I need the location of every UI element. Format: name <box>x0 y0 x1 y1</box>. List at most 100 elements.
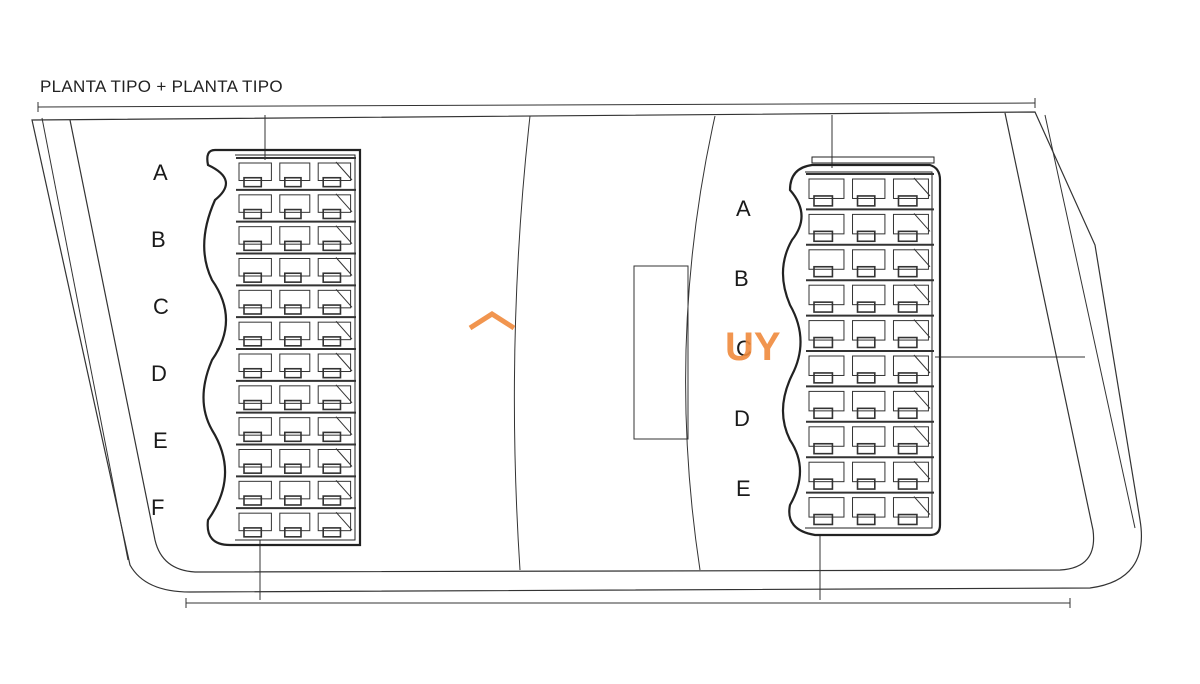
right-unit-label-b: B <box>734 266 749 291</box>
right-room <box>852 320 886 341</box>
right-room <box>892 426 929 447</box>
left-unit-label-a: A <box>153 160 168 185</box>
right-room <box>852 213 886 235</box>
right-fixture <box>856 336 876 349</box>
left-stair-mark <box>335 193 353 213</box>
right-room <box>852 355 886 376</box>
left-stair-mark <box>335 161 353 181</box>
right-fixture <box>897 301 918 313</box>
left-room <box>317 480 352 500</box>
left-room <box>238 417 272 436</box>
left-fixture <box>322 240 342 252</box>
right-fixture <box>897 478 918 490</box>
right-stair-mark <box>913 496 931 515</box>
left-fixture <box>322 304 342 315</box>
right-room <box>892 213 929 235</box>
left-fixture <box>283 431 302 443</box>
left-unit-label-d: D <box>151 361 167 386</box>
left-stair-mark <box>335 352 353 372</box>
left-stair-mark <box>335 320 353 340</box>
right-room <box>892 284 929 306</box>
right-fixture <box>856 230 876 243</box>
left-room <box>279 449 311 468</box>
left-room <box>317 194 352 213</box>
right-fixture <box>813 442 834 455</box>
left-fixture <box>283 304 302 315</box>
left-room-grid <box>236 157 356 538</box>
right-room <box>808 426 845 447</box>
left-fixture <box>243 336 263 347</box>
right-fixture <box>813 407 834 420</box>
left-fixture <box>283 495 302 506</box>
left-room <box>279 162 311 182</box>
right-fixture <box>856 513 876 526</box>
left-fixture <box>243 304 263 315</box>
right-room <box>892 178 929 199</box>
left-fixture <box>322 463 342 474</box>
right-room <box>892 390 929 412</box>
left-fixture <box>283 272 302 283</box>
left-room <box>279 417 311 436</box>
left-room <box>279 480 311 500</box>
left-fixture <box>322 399 342 411</box>
right-fixture <box>897 265 918 278</box>
right-room <box>808 355 845 376</box>
right-unit-label-e: E <box>736 476 751 501</box>
right-room <box>808 390 845 412</box>
left-fixture <box>322 527 342 538</box>
right-room <box>808 284 845 306</box>
left-room <box>238 289 272 309</box>
left-room <box>238 226 272 245</box>
left-room <box>317 289 352 309</box>
left-fixture <box>283 463 302 474</box>
left-fixture <box>283 367 302 379</box>
right-fixture <box>856 301 876 313</box>
left-room <box>279 512 311 532</box>
left-room <box>279 385 311 404</box>
left-room <box>279 321 311 341</box>
right-fixture <box>813 336 834 349</box>
left-fixture <box>322 495 342 506</box>
left-room <box>317 258 352 277</box>
left-stair-mark <box>335 225 353 244</box>
left-fixture <box>243 495 263 506</box>
right-room <box>808 213 845 235</box>
left-unit-label-f: F <box>151 495 164 520</box>
right-unit-label-c: C <box>736 336 752 361</box>
right-room <box>808 497 845 518</box>
right-fixture <box>813 478 834 490</box>
left-stair-mark <box>335 289 353 308</box>
left-room <box>238 321 272 341</box>
right-fixture <box>897 442 918 455</box>
right-room <box>808 249 845 270</box>
left-stair-mark <box>335 257 353 276</box>
left-fixture <box>243 431 263 443</box>
right-room <box>852 249 886 270</box>
right-fixture <box>813 265 834 278</box>
left-unit-label-c: C <box>153 294 169 319</box>
left-room <box>317 353 352 373</box>
right-fixture <box>897 230 918 243</box>
right-room <box>808 320 845 341</box>
right-fixture <box>897 407 918 420</box>
right-stair-mark <box>913 177 931 197</box>
right-fixture <box>856 372 876 384</box>
right-stair-mark <box>913 390 931 409</box>
right-stair-mark <box>913 460 931 480</box>
left-fixture <box>322 431 342 443</box>
left-fixture <box>322 176 342 188</box>
left-room <box>279 194 311 213</box>
plan-title: PLANTA TIPO + PLANTA TIPO <box>40 77 283 96</box>
right-fixture <box>813 513 834 526</box>
right-unit-label-d: D <box>734 406 750 431</box>
left-room <box>317 226 352 245</box>
right-stair-mark <box>913 213 931 232</box>
left-room <box>317 385 352 404</box>
right-fixture <box>897 195 918 207</box>
left-fixture <box>243 272 263 283</box>
left-fixture <box>243 399 263 411</box>
left-room <box>238 194 272 213</box>
left-fixture <box>243 367 263 379</box>
